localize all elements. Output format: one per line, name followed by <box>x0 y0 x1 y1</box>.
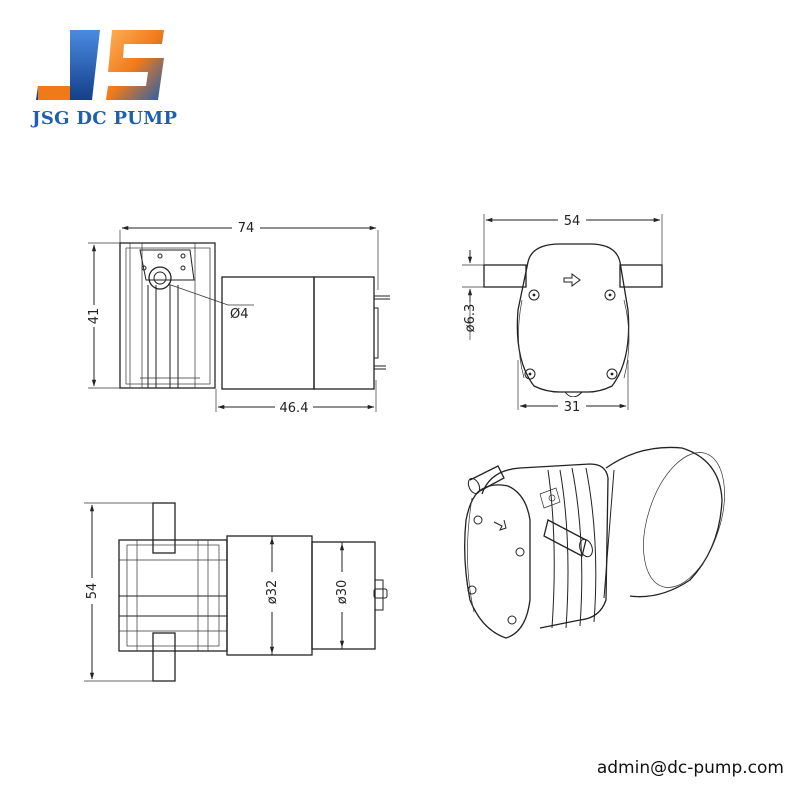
dim-tube-diameter: ø6.3 <box>463 304 478 333</box>
end-view: 54 ø6.3 31 <box>462 211 663 415</box>
logo-letter-j <box>36 30 100 100</box>
top-view: 54 ø32 ø30 <box>82 502 388 682</box>
dim-end-width: 54 <box>564 214 581 229</box>
front-view: 74 41 Ø4 46.4 <box>84 219 390 416</box>
dim-front-length: 74 <box>238 221 255 236</box>
dim-top-height: 54 <box>85 583 100 600</box>
dim-base-width: 31 <box>564 400 581 415</box>
dim-motor-length: 46.4 <box>280 401 309 416</box>
dim-motor-diameter-32: ø32 <box>265 580 280 605</box>
dim-port-diameter: Ø4 <box>230 307 249 322</box>
brand-name: JSG DC PUMP <box>32 108 178 129</box>
logo-letter-s <box>106 30 164 100</box>
isometric-view <box>464 446 725 639</box>
dim-front-height: 41 <box>87 308 102 325</box>
contact-email[interactable]: admin@dc-pump.com <box>596 758 784 778</box>
brand-logo <box>36 30 164 100</box>
dim-motor-diameter-30: ø30 <box>335 580 350 605</box>
